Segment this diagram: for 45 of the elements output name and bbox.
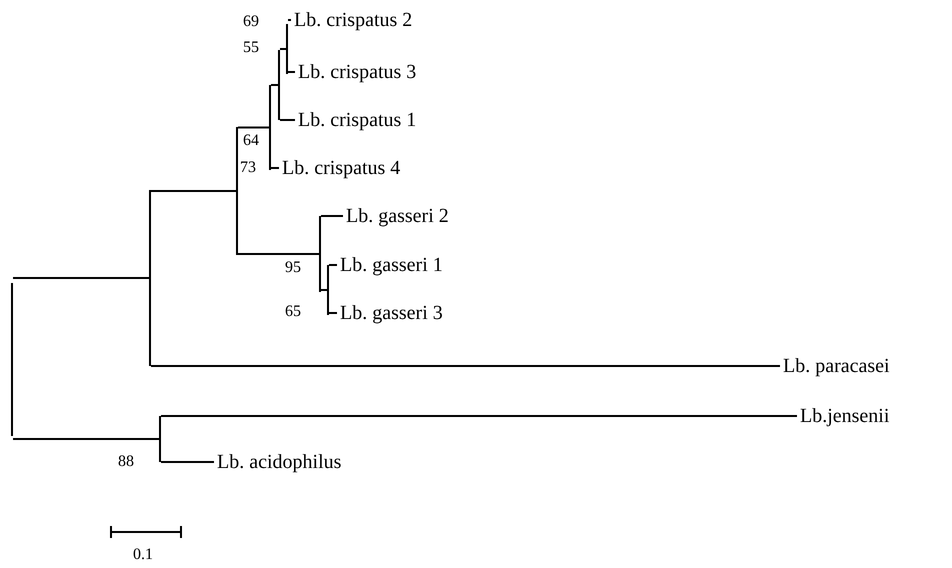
tree-node-line <box>269 85 271 170</box>
branch-line <box>161 415 797 417</box>
branch-line <box>238 126 269 128</box>
tree-node-line <box>319 216 321 292</box>
branch-line <box>321 215 343 217</box>
taxon-label: Lb. gasseri 1 <box>340 254 443 276</box>
taxon-label: Lb.jensenii <box>800 405 890 427</box>
taxon-label: Lb. crispatus 3 <box>298 61 416 83</box>
bootstrap-value: 65 <box>285 303 301 321</box>
branch-line <box>151 365 780 367</box>
taxon-label: Lb. gasseri 2 <box>346 205 449 227</box>
tree-node-line <box>286 24 288 74</box>
bootstrap-value: 95 <box>285 259 301 277</box>
bootstrap-value: 69 <box>243 13 259 31</box>
branch-line <box>161 461 214 463</box>
taxon-label: Lb. crispatus 2 <box>294 9 412 31</box>
tree-node-line <box>278 50 280 120</box>
branch-line <box>271 167 279 169</box>
branch-line <box>13 438 159 440</box>
scale-label: 0.1 <box>133 546 153 564</box>
branch-line <box>151 190 236 192</box>
bootstrap-value: 73 <box>240 159 256 177</box>
taxon-label: Lb. crispatus 1 <box>298 109 416 131</box>
taxon-label: Lb. gasseri 3 <box>340 302 443 324</box>
tree-node-line <box>236 127 238 255</box>
branch-line <box>238 253 319 255</box>
branch-line <box>13 277 149 279</box>
taxon-label: Lb. paracasei <box>783 355 890 377</box>
bootstrap-value: 88 <box>118 453 134 471</box>
taxon-label: Lb. crispatus 4 <box>282 157 400 179</box>
branch-line <box>329 264 337 266</box>
taxon-label: Lb. acidophilus <box>217 451 342 473</box>
branch-line <box>271 84 278 86</box>
branch-line <box>280 119 295 121</box>
branch-line <box>280 48 286 50</box>
bootstrap-value: 64 <box>243 132 259 150</box>
bootstrap-value: 55 <box>243 39 259 57</box>
branch-line <box>329 312 337 314</box>
tree-node-line <box>149 190 151 366</box>
branch-line <box>288 71 295 73</box>
branch-line <box>321 289 327 291</box>
tree-node-line <box>159 416 161 462</box>
tree-node-line <box>11 283 13 436</box>
tree-node-line <box>327 265 329 315</box>
branch-line <box>288 19 291 21</box>
